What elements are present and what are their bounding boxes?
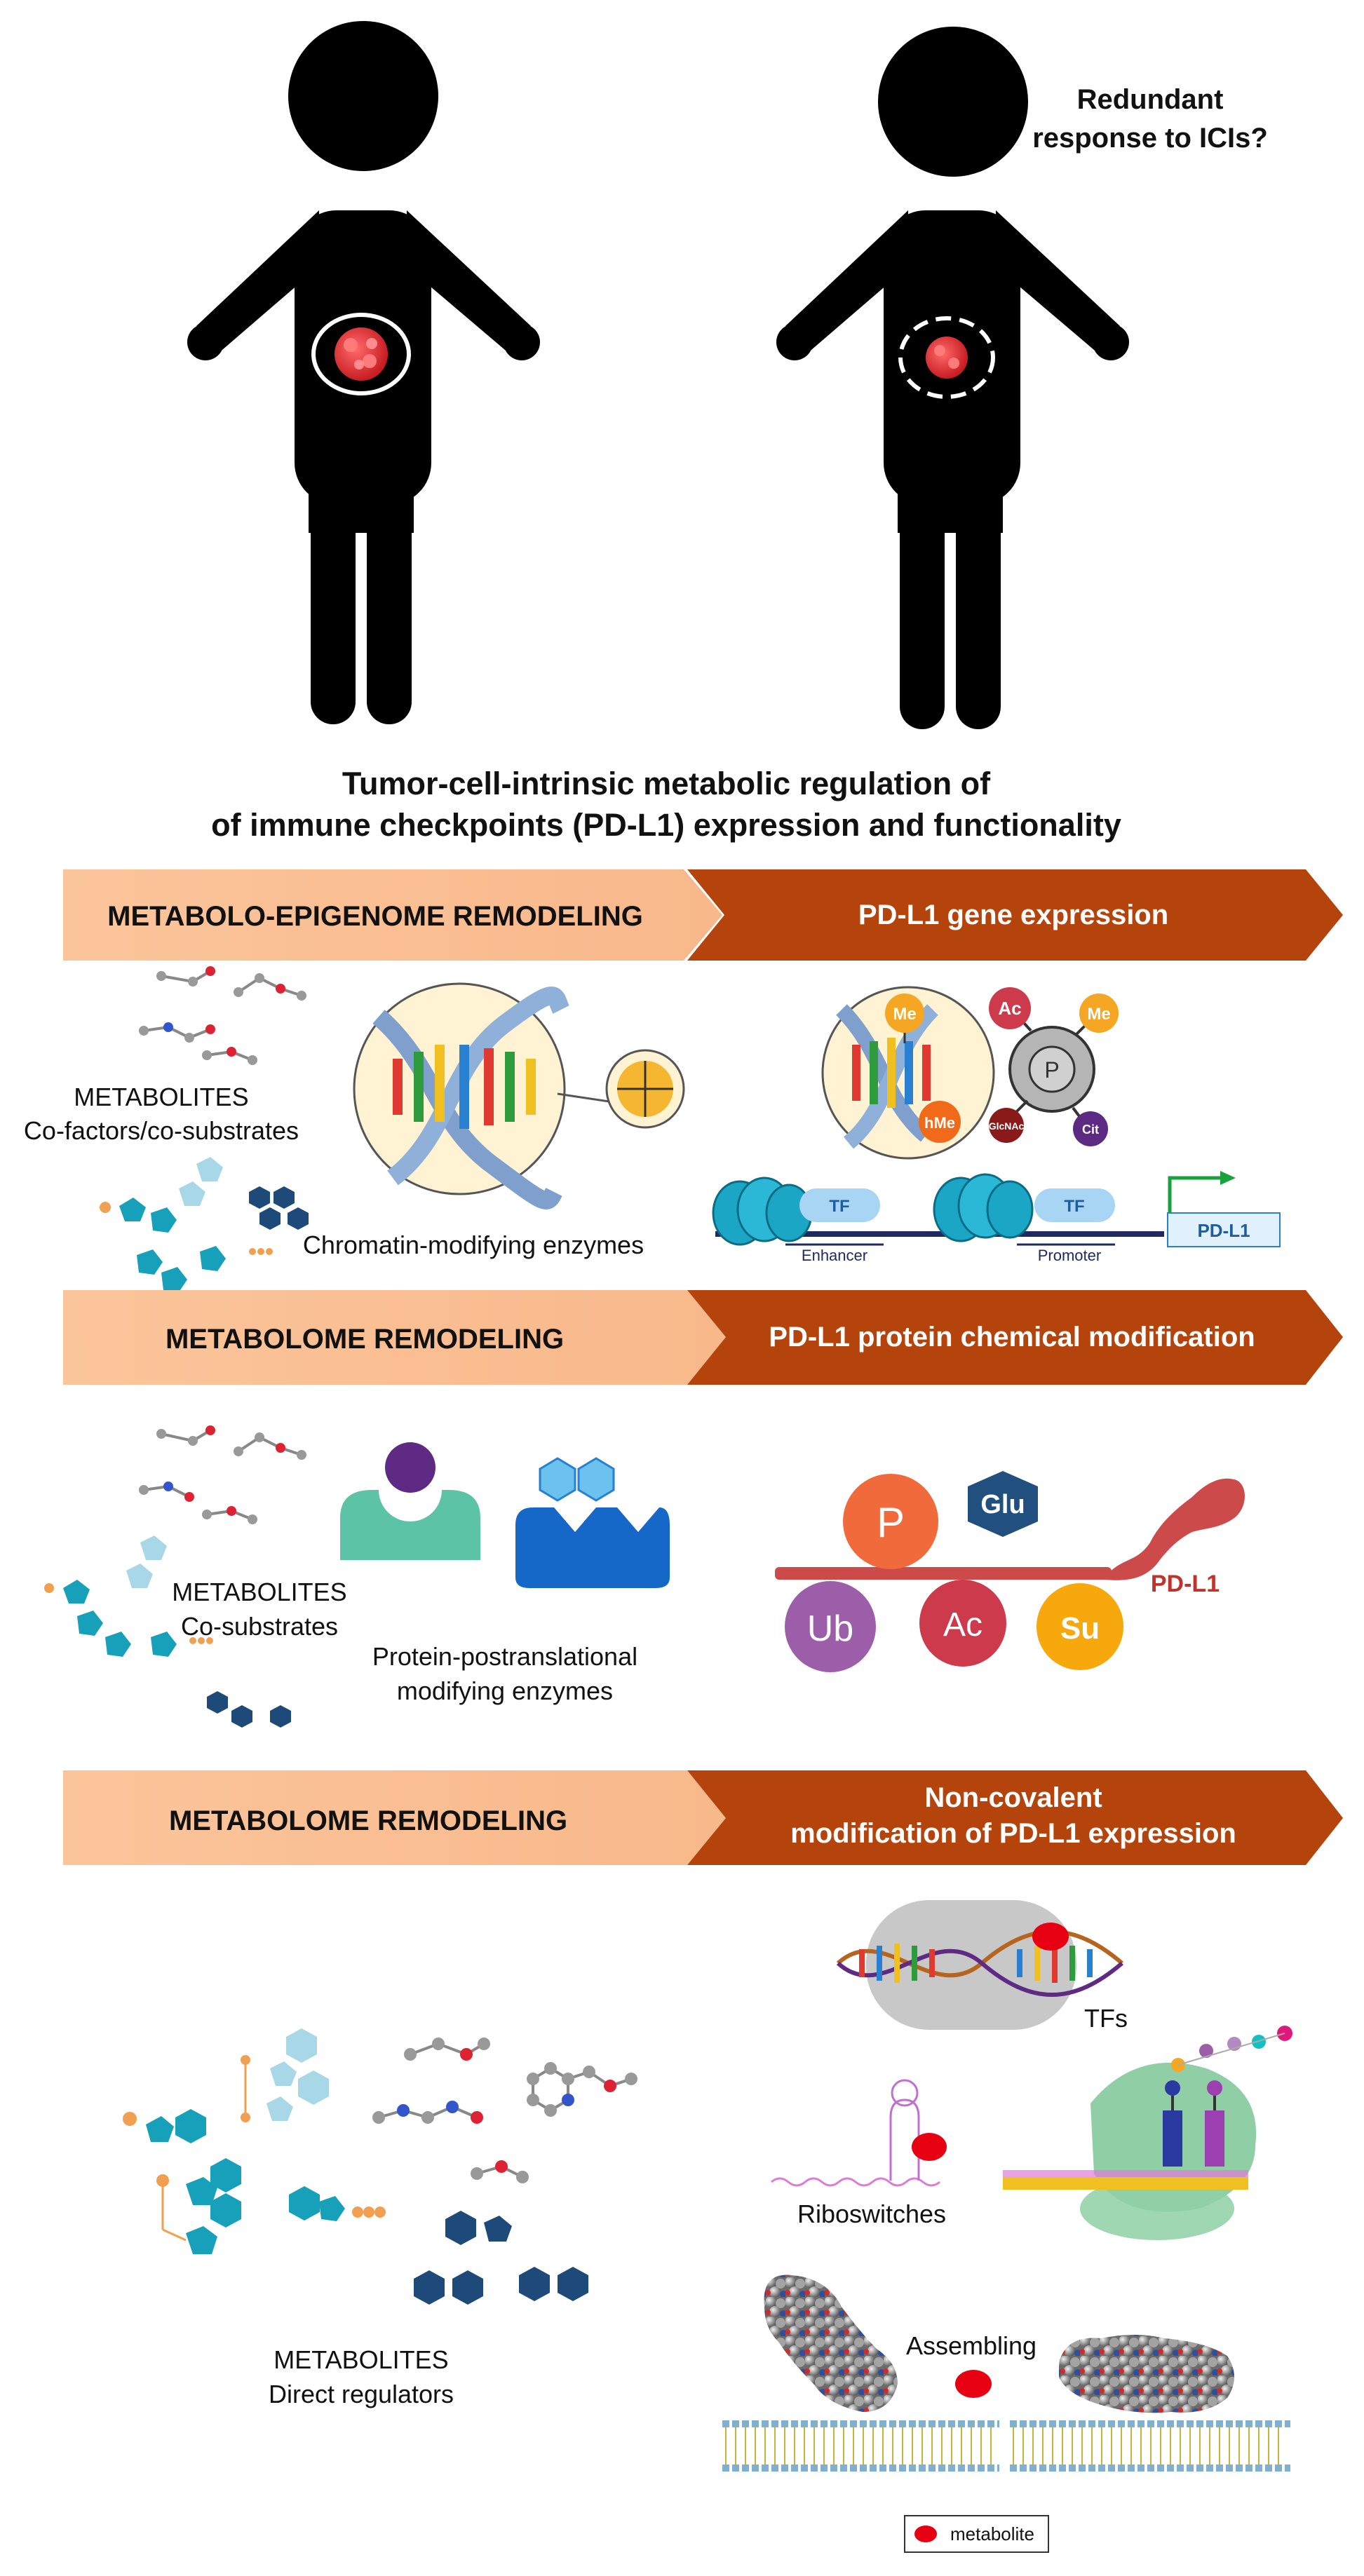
tfs-label: TFs <box>1084 2004 1128 2033</box>
banner-pdl1-protein-mod <box>687 1290 1343 1385</box>
sugar-shapes-row3 <box>123 2028 588 2305</box>
enzyme-teal-icon <box>340 1442 480 1560</box>
banner-metabolome-row3-label: METABOLOME REMODELING <box>169 1805 567 1836</box>
chromatin-enzymes-label: Chromatin-modifying enzymes <box>303 1231 644 1259</box>
tf-enhancer-label: TF <box>829 1197 849 1216</box>
pdl1-protein-label: PD-L1 <box>1151 1571 1220 1597</box>
mark-me-dna-label: Me <box>893 1005 916 1024</box>
membrane-right-icon <box>1010 2420 1290 2472</box>
banner-metabolome-row3 <box>63 1770 726 1865</box>
tf-enhancer-box <box>799 1188 880 1222</box>
nucleosome-group-1 <box>712 1177 813 1246</box>
tumor-icon-right <box>926 337 968 379</box>
histone-tail-icon <box>1008 1015 1095 1123</box>
mod-ub <box>785 1581 876 1672</box>
tumor-outline-dashed <box>898 316 995 399</box>
question-line1: Redundant <box>1077 84 1224 115</box>
ribosome-icon <box>1080 2026 1292 2240</box>
mark-glcnac-label: GlcNAc <box>989 1120 1025 1132</box>
mark-cit-label: Cit <box>1082 1123 1099 1137</box>
mark-me-histone <box>1079 994 1119 1033</box>
protein-assembly-right-icon <box>1059 2335 1234 2413</box>
sugar-shapes-row2 <box>44 1536 291 1728</box>
mrna-riboswitch-icon <box>771 2079 1248 2190</box>
metabolite-dot-tf <box>1032 1923 1069 1951</box>
banner-pdl1-gene-expression-label: PD-L1 gene expression <box>858 900 1168 930</box>
person-left-silhouette <box>187 21 540 724</box>
transcription-arrowhead <box>1220 1171 1236 1185</box>
ptm-enzymes-label-line2: modifying enzymes <box>397 1676 613 1705</box>
mark-hme-label: hMe <box>924 1114 955 1132</box>
protein-assembly-left-icon <box>764 2275 898 2412</box>
mark-glcnac <box>989 1108 1024 1143</box>
banner-noncovalent-line2: modification of PD-L1 expression <box>790 1818 1236 1849</box>
mark-ac-histone-label: Ac <box>998 998 1021 1019</box>
tf-promoter-box <box>1034 1188 1115 1222</box>
chromatin-dna-icon <box>353 982 569 1209</box>
banner-metabolome-row2 <box>63 1290 726 1385</box>
metabolites-label-row2: METABOLITES <box>172 1578 346 1606</box>
enhancer-label: Enhancer <box>802 1247 867 1264</box>
ptm-enzymes-label-line1: Protein-postranslational <box>372 1642 637 1671</box>
mark-me-histone-label: Me <box>1087 1005 1110 1024</box>
legend-metabolite-label: metabolite <box>950 2523 1034 2544</box>
nucleosome-group-2 <box>933 1173 1034 1242</box>
banner-noncovalent-line1: Non-covalent <box>924 1782 1102 1813</box>
pdl1-gene-box <box>1167 1212 1281 1247</box>
riboswitches-label: Riboswitches <box>797 2199 946 2228</box>
mark-me-dna <box>885 994 924 1033</box>
cosubstrates-label: Co-substrates <box>181 1612 338 1641</box>
sugar-shapes-row1 <box>100 1157 309 1292</box>
mod-ub-label: Ub <box>807 1608 853 1649</box>
title-line1: Tumor-cell-intrinsic metabolic regulatio… <box>342 766 991 801</box>
mod-phospho <box>843 1474 938 1569</box>
pdl1-protein-icon <box>775 1478 1245 1580</box>
mark-hme <box>919 1101 961 1143</box>
metabolite-legend <box>904 2515 1049 2553</box>
enzyme-blue-icon <box>515 1457 670 1588</box>
metabolites-label-row1: METABOLITES <box>74 1083 248 1111</box>
tf-promoter-label: TF <box>1064 1197 1084 1216</box>
banner-noncovalent <box>687 1770 1343 1865</box>
question-line2: response to ICIs? <box>1032 123 1268 154</box>
metabolites-label-row3: METABOLITES <box>274 2345 448 2374</box>
molecule-cluster-row2 <box>139 1425 306 1524</box>
molecule-cluster-row1 <box>139 966 306 1065</box>
molecule-cluster-row3 <box>372 2038 637 2183</box>
mod-ac-label: Ac <box>943 1606 983 1643</box>
mark-cit <box>1073 1111 1108 1146</box>
assembling-label: Assembling <box>906 2331 1036 2360</box>
mod-ac <box>919 1580 1006 1667</box>
title-line2: of immune checkpoints (PD-L1) expression… <box>211 807 1121 843</box>
promoter-label: Promoter <box>1038 1247 1101 1264</box>
tf-dna-complex-icon <box>836 1900 1123 2030</box>
banner-pdl1-protein-mod-label: PD-L1 protein chemical modification <box>769 1322 1255 1353</box>
tumor-icon-left <box>335 327 388 381</box>
banner-metabolo-epigenome <box>63 869 722 961</box>
metabolite-dot-assembling <box>955 2370 992 2398</box>
banner-metabolo-epigenome-label: METABOLO-EPIGENOME REMODELING <box>107 901 643 932</box>
mod-su <box>1036 1583 1123 1670</box>
transcription-arrow <box>1168 1176 1220 1213</box>
tumor-outline-solid <box>311 313 411 395</box>
pdl1-gene-label: PD-L1 <box>1197 1220 1250 1241</box>
membrane-left-icon <box>722 2420 999 2472</box>
mod-phospho-label: P <box>877 1499 905 1546</box>
mod-glu-label: Glu <box>980 1490 1025 1519</box>
mark-p-histone-label: P <box>1044 1057 1059 1083</box>
direct-regulators-label: Direct regulators <box>269 2380 454 2408</box>
chromatin-enzyme-icon <box>605 1049 685 1129</box>
metabolite-dot-riboswitch <box>912 2133 947 2161</box>
mod-glu <box>968 1471 1038 1537</box>
banner-metabolome-row2-label: METABOLOME REMODELING <box>166 1324 564 1355</box>
cofactors-label: Co-factors/co-substrates <box>24 1116 299 1145</box>
mark-ac-histone <box>989 987 1031 1029</box>
banner-pdl1-gene-expression <box>687 869 1343 961</box>
mod-su-label: Su <box>1060 1611 1100 1646</box>
